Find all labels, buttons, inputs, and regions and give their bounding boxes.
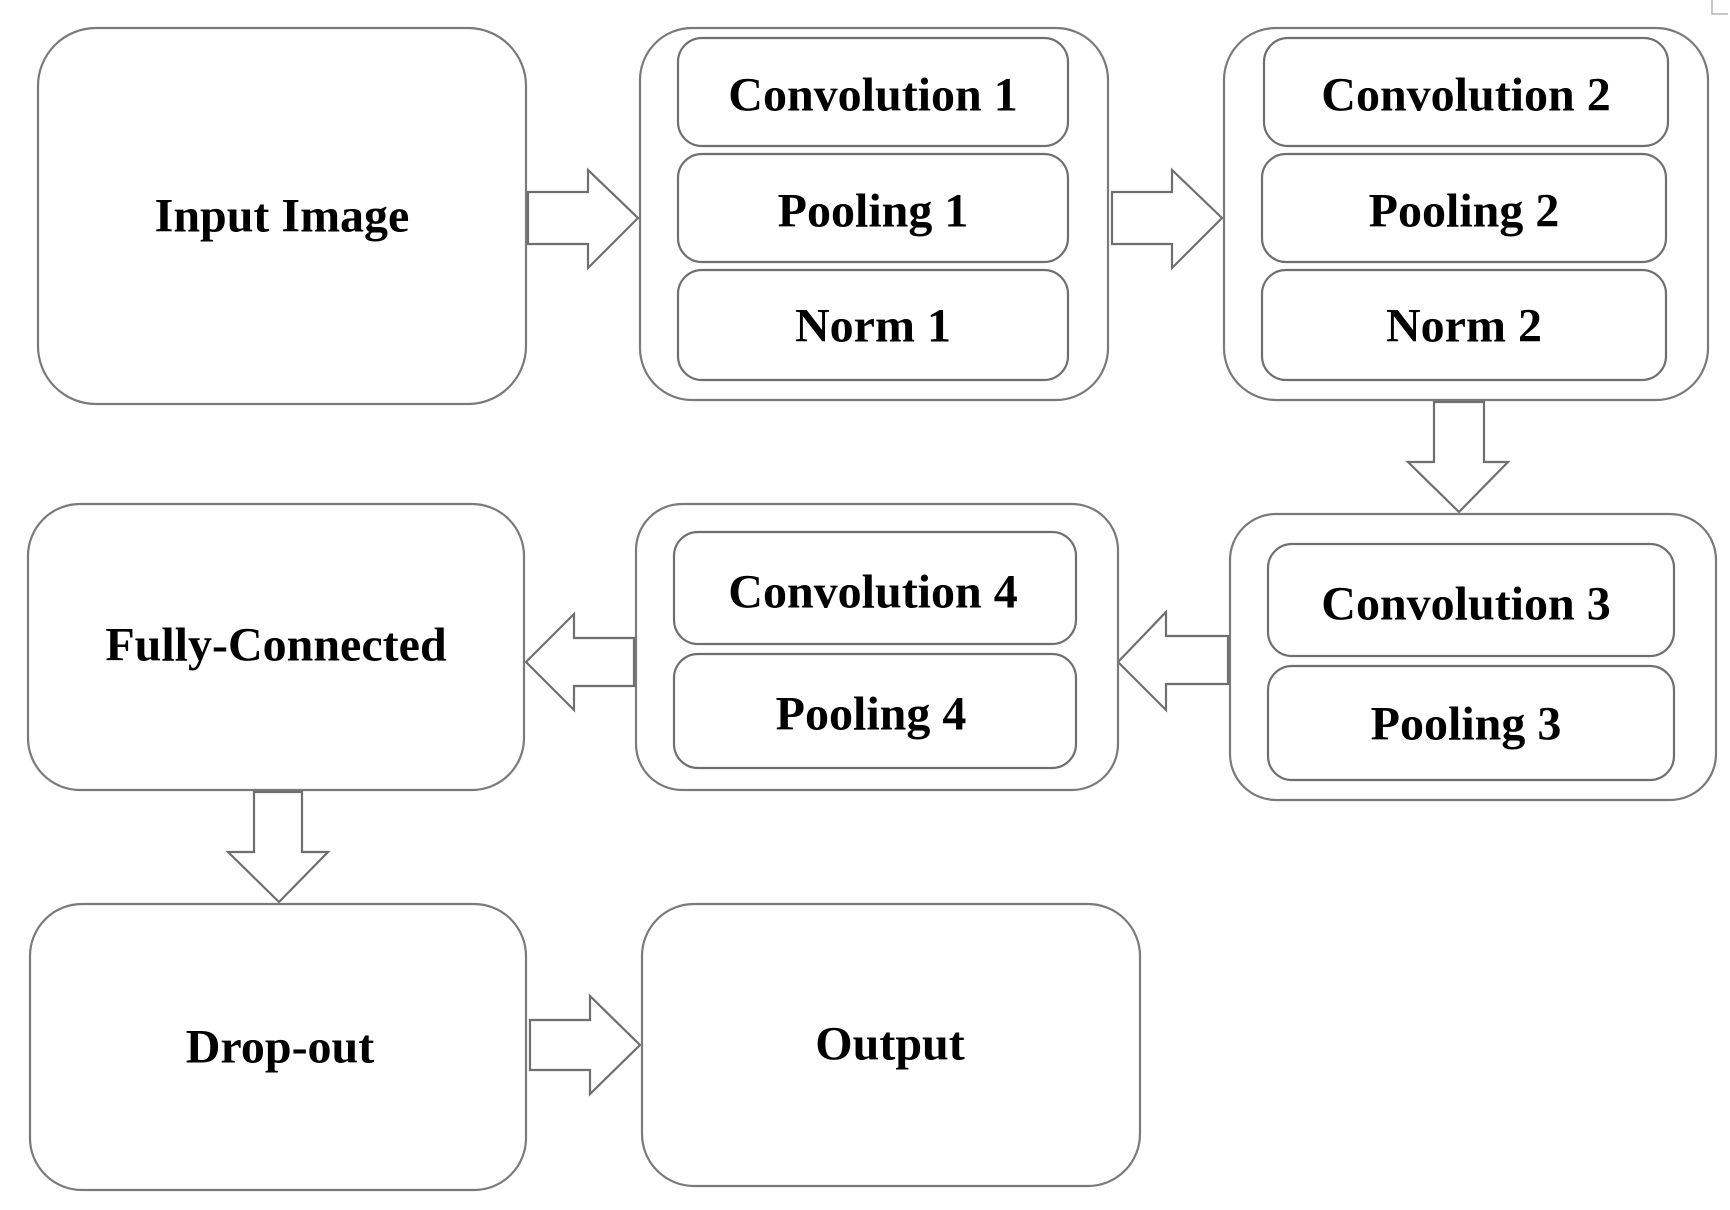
arrow-input-to-block1 xyxy=(526,167,640,271)
norm-1-layer: Norm 1 xyxy=(676,268,1070,382)
pooling-1-label: Pooling 1 xyxy=(778,185,969,238)
convolution-4-label: Convolution 4 xyxy=(728,566,1017,619)
fully-connected-label: Fully-Connected xyxy=(105,619,447,672)
block2-group: Convolution 2 Pooling 2 Norm 2 xyxy=(1222,26,1710,402)
convolution-1-layer: Convolution 1 xyxy=(676,36,1070,148)
norm-1-label: Norm 1 xyxy=(795,300,951,353)
fully-connected-node: Fully-Connected xyxy=(26,502,526,792)
input-image-node: Input Image xyxy=(36,26,528,406)
arrow-block2-to-block3 xyxy=(1405,400,1511,514)
block4-group: Convolution 4 Pooling 4 xyxy=(634,502,1120,792)
arrow-fully-connected-to-dropout xyxy=(225,790,331,904)
pooling-2-label: Pooling 2 xyxy=(1369,185,1560,238)
pooling-3-layer: Pooling 3 xyxy=(1266,664,1676,782)
dropout-label: Drop-out xyxy=(186,1021,374,1074)
arrow-block3-to-block4 xyxy=(1116,609,1230,713)
convolution-3-label: Convolution 3 xyxy=(1321,578,1610,631)
corner-mark xyxy=(1711,0,1728,15)
pooling-3-label: Pooling 3 xyxy=(1371,698,1562,751)
output-node: Output xyxy=(640,902,1142,1188)
pooling-2-layer: Pooling 2 xyxy=(1260,152,1668,264)
block1-group: Convolution 1 Pooling 1 Norm 1 xyxy=(638,26,1110,402)
pooling-1-layer: Pooling 1 xyxy=(676,152,1070,264)
norm-2-layer: Norm 2 xyxy=(1260,268,1668,382)
arrow-block4-to-fully-connected xyxy=(524,611,636,713)
pooling-4-layer: Pooling 4 xyxy=(672,652,1078,770)
norm-2-label: Norm 2 xyxy=(1386,300,1542,353)
dropout-node: Drop-out xyxy=(28,902,528,1192)
arrow-block1-to-block2 xyxy=(1110,167,1224,271)
block3-group: Convolution 3 Pooling 3 xyxy=(1228,512,1718,802)
convolution-1-label: Convolution 1 xyxy=(728,69,1017,122)
input-image-label: Input Image xyxy=(155,190,410,243)
pooling-4-label: Pooling 4 xyxy=(776,688,967,741)
output-label: Output xyxy=(815,1018,964,1071)
convolution-4-layer: Convolution 4 xyxy=(672,530,1078,646)
convolution-3-layer: Convolution 3 xyxy=(1266,542,1676,658)
convolution-2-layer: Convolution 2 xyxy=(1262,36,1670,148)
arrow-dropout-to-output xyxy=(528,993,642,1097)
convolution-2-label: Convolution 2 xyxy=(1321,69,1610,122)
